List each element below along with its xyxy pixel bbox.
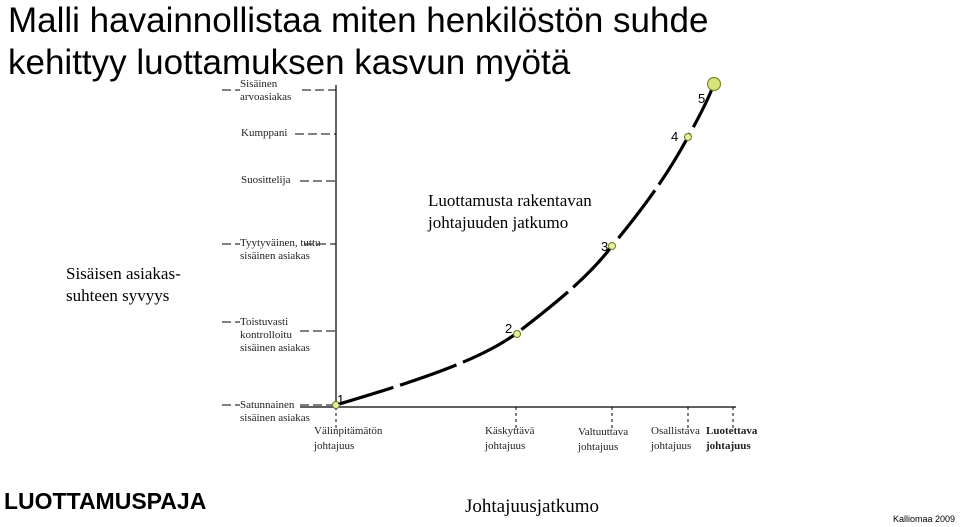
y-axis-title: Sisäisen asiakas- suhteen syvyys [66, 263, 181, 307]
y-level-label: sisäinen asiakas [240, 342, 310, 354]
point-1-marker [332, 401, 340, 409]
curve-label: Luottamusta rakentavan johtajuuden jatku… [428, 190, 592, 234]
point-2-marker [513, 330, 521, 338]
y-level-label: Kumppani [241, 127, 288, 139]
x-level-valinpitamaton: Välinpitämätön johtajuus [314, 424, 382, 454]
x-axis-title: Johtajuusjatkumo [465, 496, 600, 517]
y-level-label: sisäinen asiakas [240, 412, 310, 424]
point-3-marker [608, 242, 616, 250]
x-level-label: johtajuus [314, 440, 355, 452]
y-level-label: Suosittelija [241, 174, 291, 186]
x-level-label: Välinpitämätön [314, 425, 383, 437]
point-2-label: 2 [505, 321, 513, 336]
y-axis-title-line-1: Sisäisen asiakas- [66, 264, 181, 283]
x-level-luotettava: Luotettava johtajuus [706, 424, 757, 454]
y-level-sisainen-arvoasiakas: Sisäinen arvoasiakas [240, 78, 291, 104]
title-line-1: Malli havainnollistaa miten henkilöstön … [8, 1, 709, 40]
point-3-label: 3 [601, 239, 609, 254]
x-level-label: johtajuus [706, 440, 751, 452]
x-level-osallistava: Osallistava johtajuus [651, 424, 700, 454]
x-level-label: Luotettava [706, 425, 758, 437]
point-5-label: 5 [698, 91, 706, 106]
x-level-label: Valtuuttava [578, 426, 629, 438]
y-level-label: sisäinen asiakas [240, 250, 310, 262]
x-level-label: johtajuus [651, 440, 692, 452]
trust-curve [335, 83, 716, 407]
x-level-label: Käskyttävä [485, 425, 535, 437]
luottamuspaja-logo: LUOTTAMUSPAJA [4, 488, 207, 514]
y-level-tyytyvainen: Tyytyväinen, tuttu sisäinen asiakas [240, 237, 321, 263]
curve-label-line-2: johtajuuden jatkumo [428, 213, 569, 232]
x-level-label: johtajuus [578, 441, 619, 453]
y-level-label: arvoasiakas [240, 91, 292, 103]
y-level-label: kontrolloitu [240, 329, 292, 341]
point-5-marker [706, 76, 722, 92]
point-1-label: 1 [337, 392, 345, 407]
copyright-text: Kalliomaa 2009 [893, 514, 956, 524]
point-4-marker [684, 133, 692, 141]
y-axis-title-line-2: suhteen syvyys [66, 286, 170, 305]
y-level-dashes [222, 89, 336, 406]
x-level-kaskyttava: Käskyttävä johtajuus [485, 424, 534, 454]
title-line-2: kehittyy luottamuksen kasvun myötä [8, 43, 571, 82]
x-level-valtuuttava: Valtuuttava johtajuus [578, 425, 628, 455]
y-level-label: Tyytyväinen, tuttu [240, 237, 321, 249]
y-level-toistuvasti: Toistuvasti kontrolloitu sisäinen asiaka… [240, 316, 310, 355]
y-level-kumppani: Kumppani [241, 127, 287, 140]
x-level-label: johtajuus [485, 440, 526, 452]
y-level-label: Satunnainen [240, 399, 295, 411]
y-level-suosittelija: Suosittelija [241, 174, 291, 187]
y-level-label: Sisäinen [240, 78, 278, 90]
curve-label-line-1: Luottamusta rakentavan [428, 191, 592, 210]
y-level-label: Toistuvasti [240, 316, 289, 328]
slide-title: Malli havainnollistaa miten henkilöstön … [8, 0, 708, 84]
x-level-label: Osallistava [651, 425, 700, 437]
point-4-label: 4 [671, 129, 679, 144]
y-level-satunnainen: Satunnainen sisäinen asiakas [240, 399, 310, 425]
